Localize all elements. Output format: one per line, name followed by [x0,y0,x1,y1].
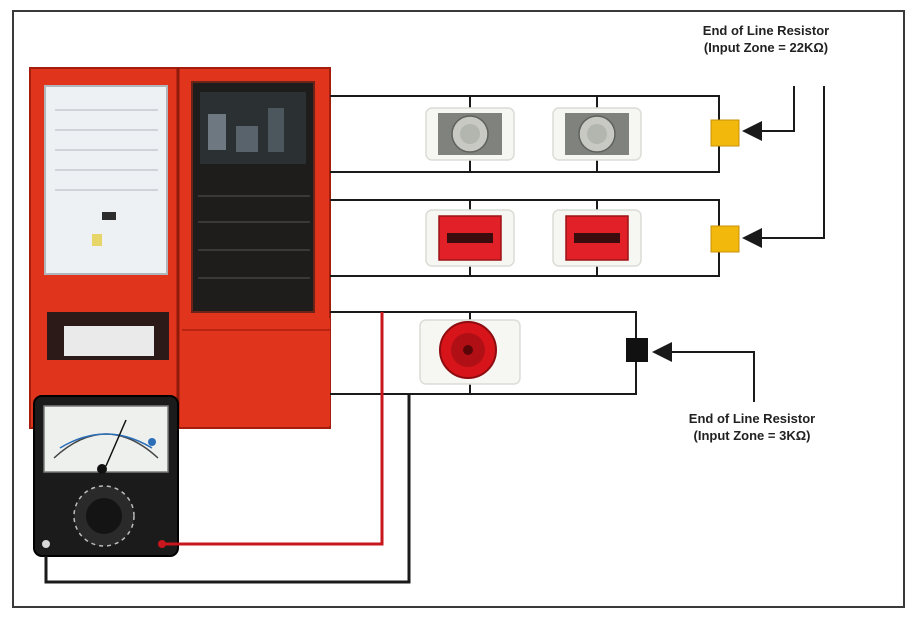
end-of-line-resistor-zone-2 [710,225,740,253]
eol-resistor-label-zone-1: End of Line Resistor (Input Zone = 22KΩ) [648,22,884,56]
end-of-line-resistor-zone-3 [626,338,648,362]
analog-multimeter [33,395,179,557]
alarm-bell [419,319,521,385]
multimeter-scale [43,405,169,473]
test-lead-red [162,312,384,546]
pointer-arrows [652,86,825,402]
end-of-line-resistor-zone-1 [710,119,740,147]
test-lead-black [44,394,411,584]
eol-label-title: End of Line Resistor [688,411,816,426]
smoke-detector [552,107,642,161]
zone-1-wiring [330,95,720,173]
eol-resistor-label-zone-3: End of Line Resistor (Input Zone = 3KΩ) [634,410,870,444]
manual-call-point [552,209,642,267]
eol-label-value: (Input Zone = 3KΩ) [693,428,811,443]
eol-label-value: (Input Zone = 22KΩ) [703,40,829,55]
fire-alarm-control-panel [29,67,331,429]
panel-paper-window [44,85,168,275]
smoke-detector [425,107,515,161]
manual-call-point [425,209,515,267]
eol-label-title: End of Line Resistor [702,23,830,38]
zone-2-wiring [330,199,720,277]
